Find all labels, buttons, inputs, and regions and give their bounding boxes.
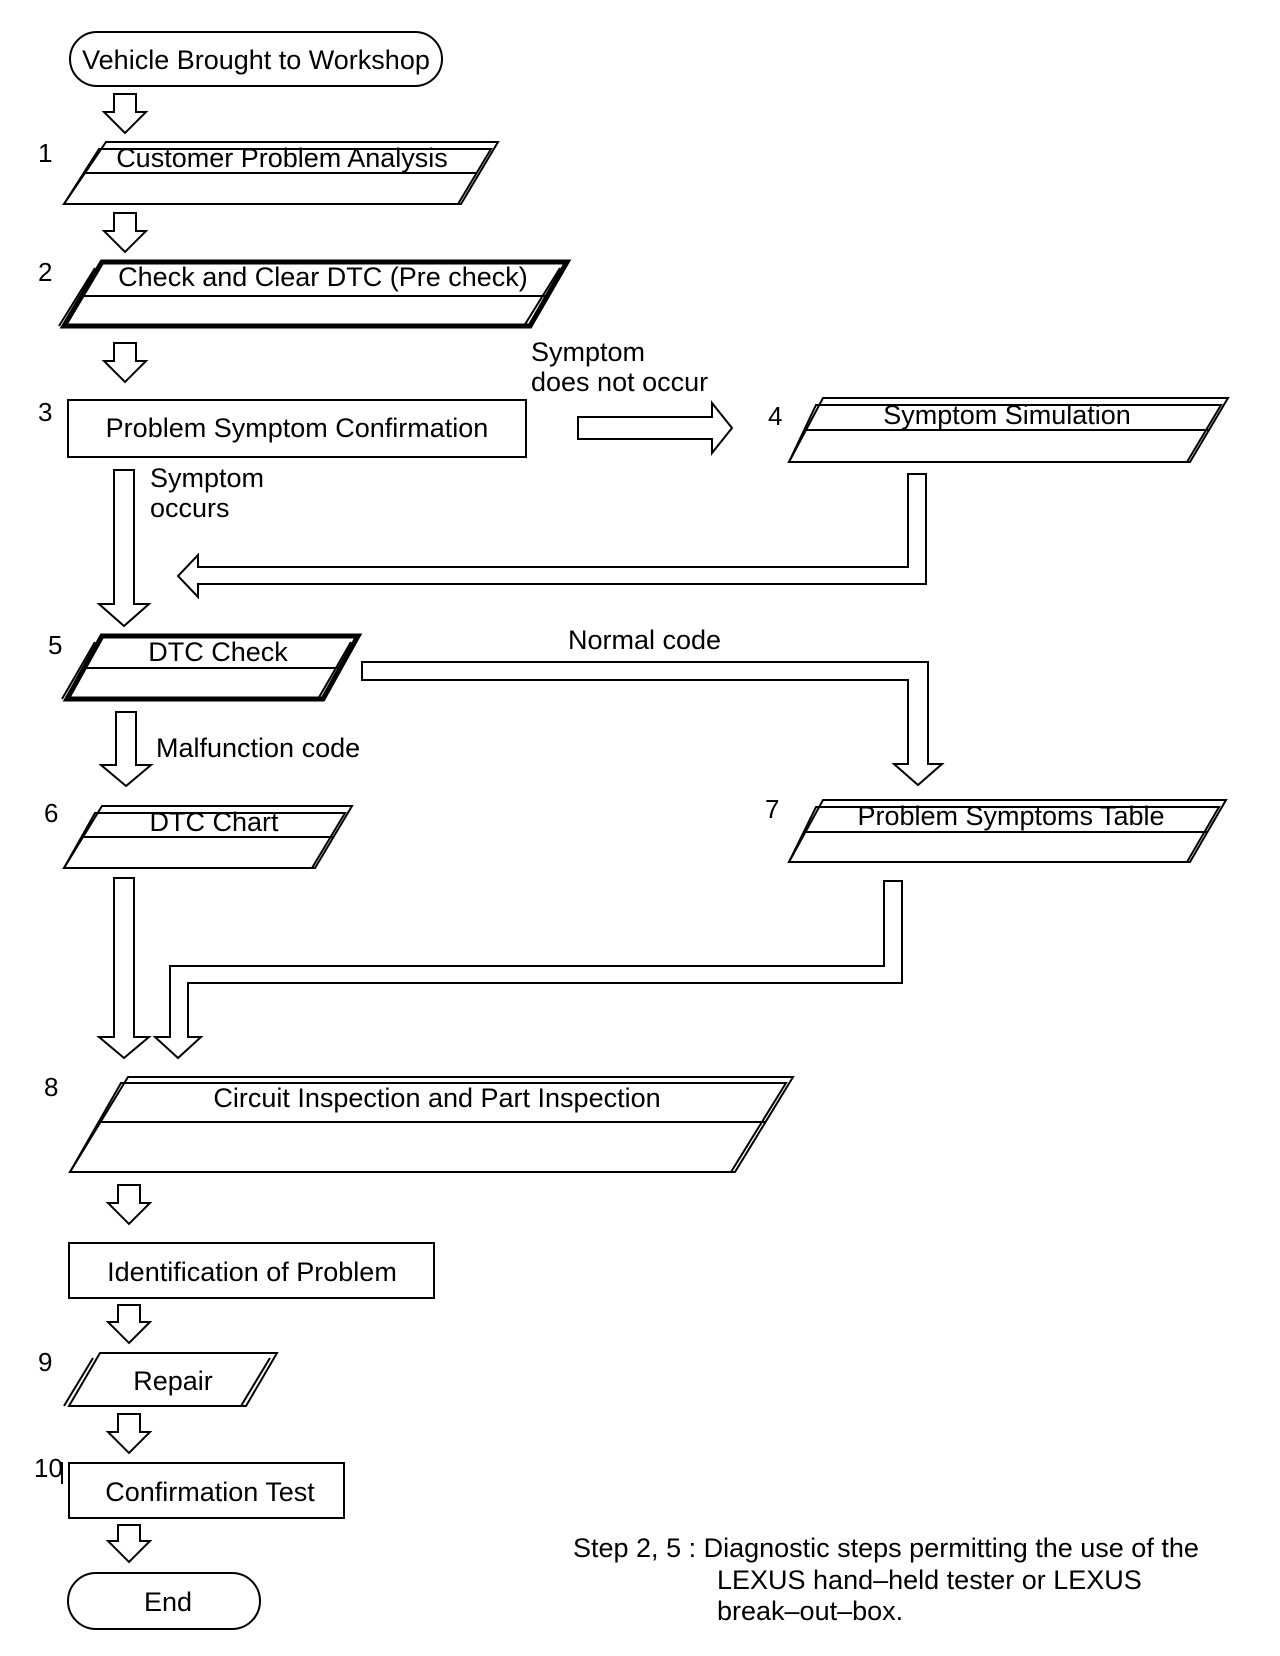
step-2-node: 2 Check and Clear DTC (Pre check) xyxy=(38,257,572,329)
identification-label: Identification of Problem xyxy=(107,1257,397,1287)
step-3-node: 3 Problem Symptom Confirmation xyxy=(38,397,527,458)
step-2-label: Check and Clear DTC (Pre check) xyxy=(118,262,528,292)
step-3-label: Problem Symptom Confirmation xyxy=(106,413,489,443)
arrow-7-to-8 xyxy=(152,880,903,1060)
step-9-number: 9 xyxy=(38,1347,52,1377)
step-5-number: 5 xyxy=(48,630,62,660)
step-6-label: DTC Chart xyxy=(149,807,279,837)
arrow-5-to-6 xyxy=(98,711,154,788)
step-1-node: 1 Customer Problem Analysis xyxy=(38,138,500,205)
arrow-4-return xyxy=(176,473,927,600)
branch-not-occur-line2: does not occur xyxy=(531,367,708,397)
step-7-number: 7 xyxy=(765,794,779,824)
footnote-line3: break–out–box. xyxy=(717,1596,903,1626)
step-7-node: 7 Problem Symptoms Table xyxy=(765,794,1228,863)
step-4-label: Symptom Simulation xyxy=(883,400,1131,430)
step-1-number: 1 xyxy=(38,138,52,168)
step-8-label: Circuit Inspection and Part Inspection xyxy=(213,1083,660,1113)
footnote: Step 2, 5 : Diagnostic steps permitting … xyxy=(573,1533,1199,1626)
step-10-label: Confirmation Test xyxy=(105,1477,315,1507)
step-10-number: 10 xyxy=(34,1453,63,1483)
step-7-label: Problem Symptoms Table xyxy=(857,801,1164,831)
step-5-label: DTC Check xyxy=(148,637,288,667)
step-2-number: 2 xyxy=(38,257,52,287)
arrow-1-to-2 xyxy=(101,212,149,254)
branch-not-occur-line1: Symptom xyxy=(531,337,645,367)
start-terminal: Vehicle Brought to Workshop xyxy=(69,31,443,87)
arrow-start-to-1 xyxy=(101,93,149,135)
arrow-5-to-7 xyxy=(361,661,945,787)
end-label: End xyxy=(144,1587,192,1617)
footnote-line1: Step 2, 5 : Diagnostic steps permitting … xyxy=(573,1533,1199,1563)
step-4-node: 4 Symptom Simulation xyxy=(768,397,1230,463)
branch-occurs-line2: occurs xyxy=(150,493,230,523)
step-8-number: 8 xyxy=(44,1072,58,1102)
arrow-3-to-4 xyxy=(577,400,734,456)
step-8-node: 8 Circuit Inspection and Part Inspection xyxy=(44,1072,795,1173)
arrow-9-to-10 xyxy=(105,1413,153,1455)
arrow-6-to-8 xyxy=(96,877,152,1060)
step-6-node: 6 DTC Chart xyxy=(44,798,354,869)
step-6-number: 6 xyxy=(44,798,58,828)
step-5-node: 5 DTC Check xyxy=(48,630,363,702)
step-9-label: Repair xyxy=(133,1366,213,1396)
branch-malfunction-code: Malfunction code xyxy=(156,733,360,763)
arrow-8-to-identification xyxy=(105,1184,153,1226)
branch-occurs-line1: Symptom xyxy=(150,463,264,493)
step-9-node: 9 Repair xyxy=(38,1347,279,1407)
branch-normal-code: Normal code xyxy=(568,625,721,655)
footnote-line2: LEXUS hand–held tester or LEXUS xyxy=(717,1565,1142,1595)
arrow-2-to-3 xyxy=(101,342,149,384)
step-1-label: Customer Problem Analysis xyxy=(116,143,448,173)
step-3-number: 3 xyxy=(38,397,52,427)
arrow-3-to-5 xyxy=(96,469,152,628)
end-terminal: End xyxy=(67,1572,261,1630)
step-4-number: 4 xyxy=(768,401,782,431)
start-label: Vehicle Brought to Workshop xyxy=(82,45,430,75)
arrow-10-to-end xyxy=(105,1524,153,1564)
identification-node: Identification of Problem xyxy=(68,1242,435,1299)
arrow-identification-to-9 xyxy=(105,1304,153,1345)
step-10-node: 10 Confirmation Test xyxy=(34,1453,345,1519)
